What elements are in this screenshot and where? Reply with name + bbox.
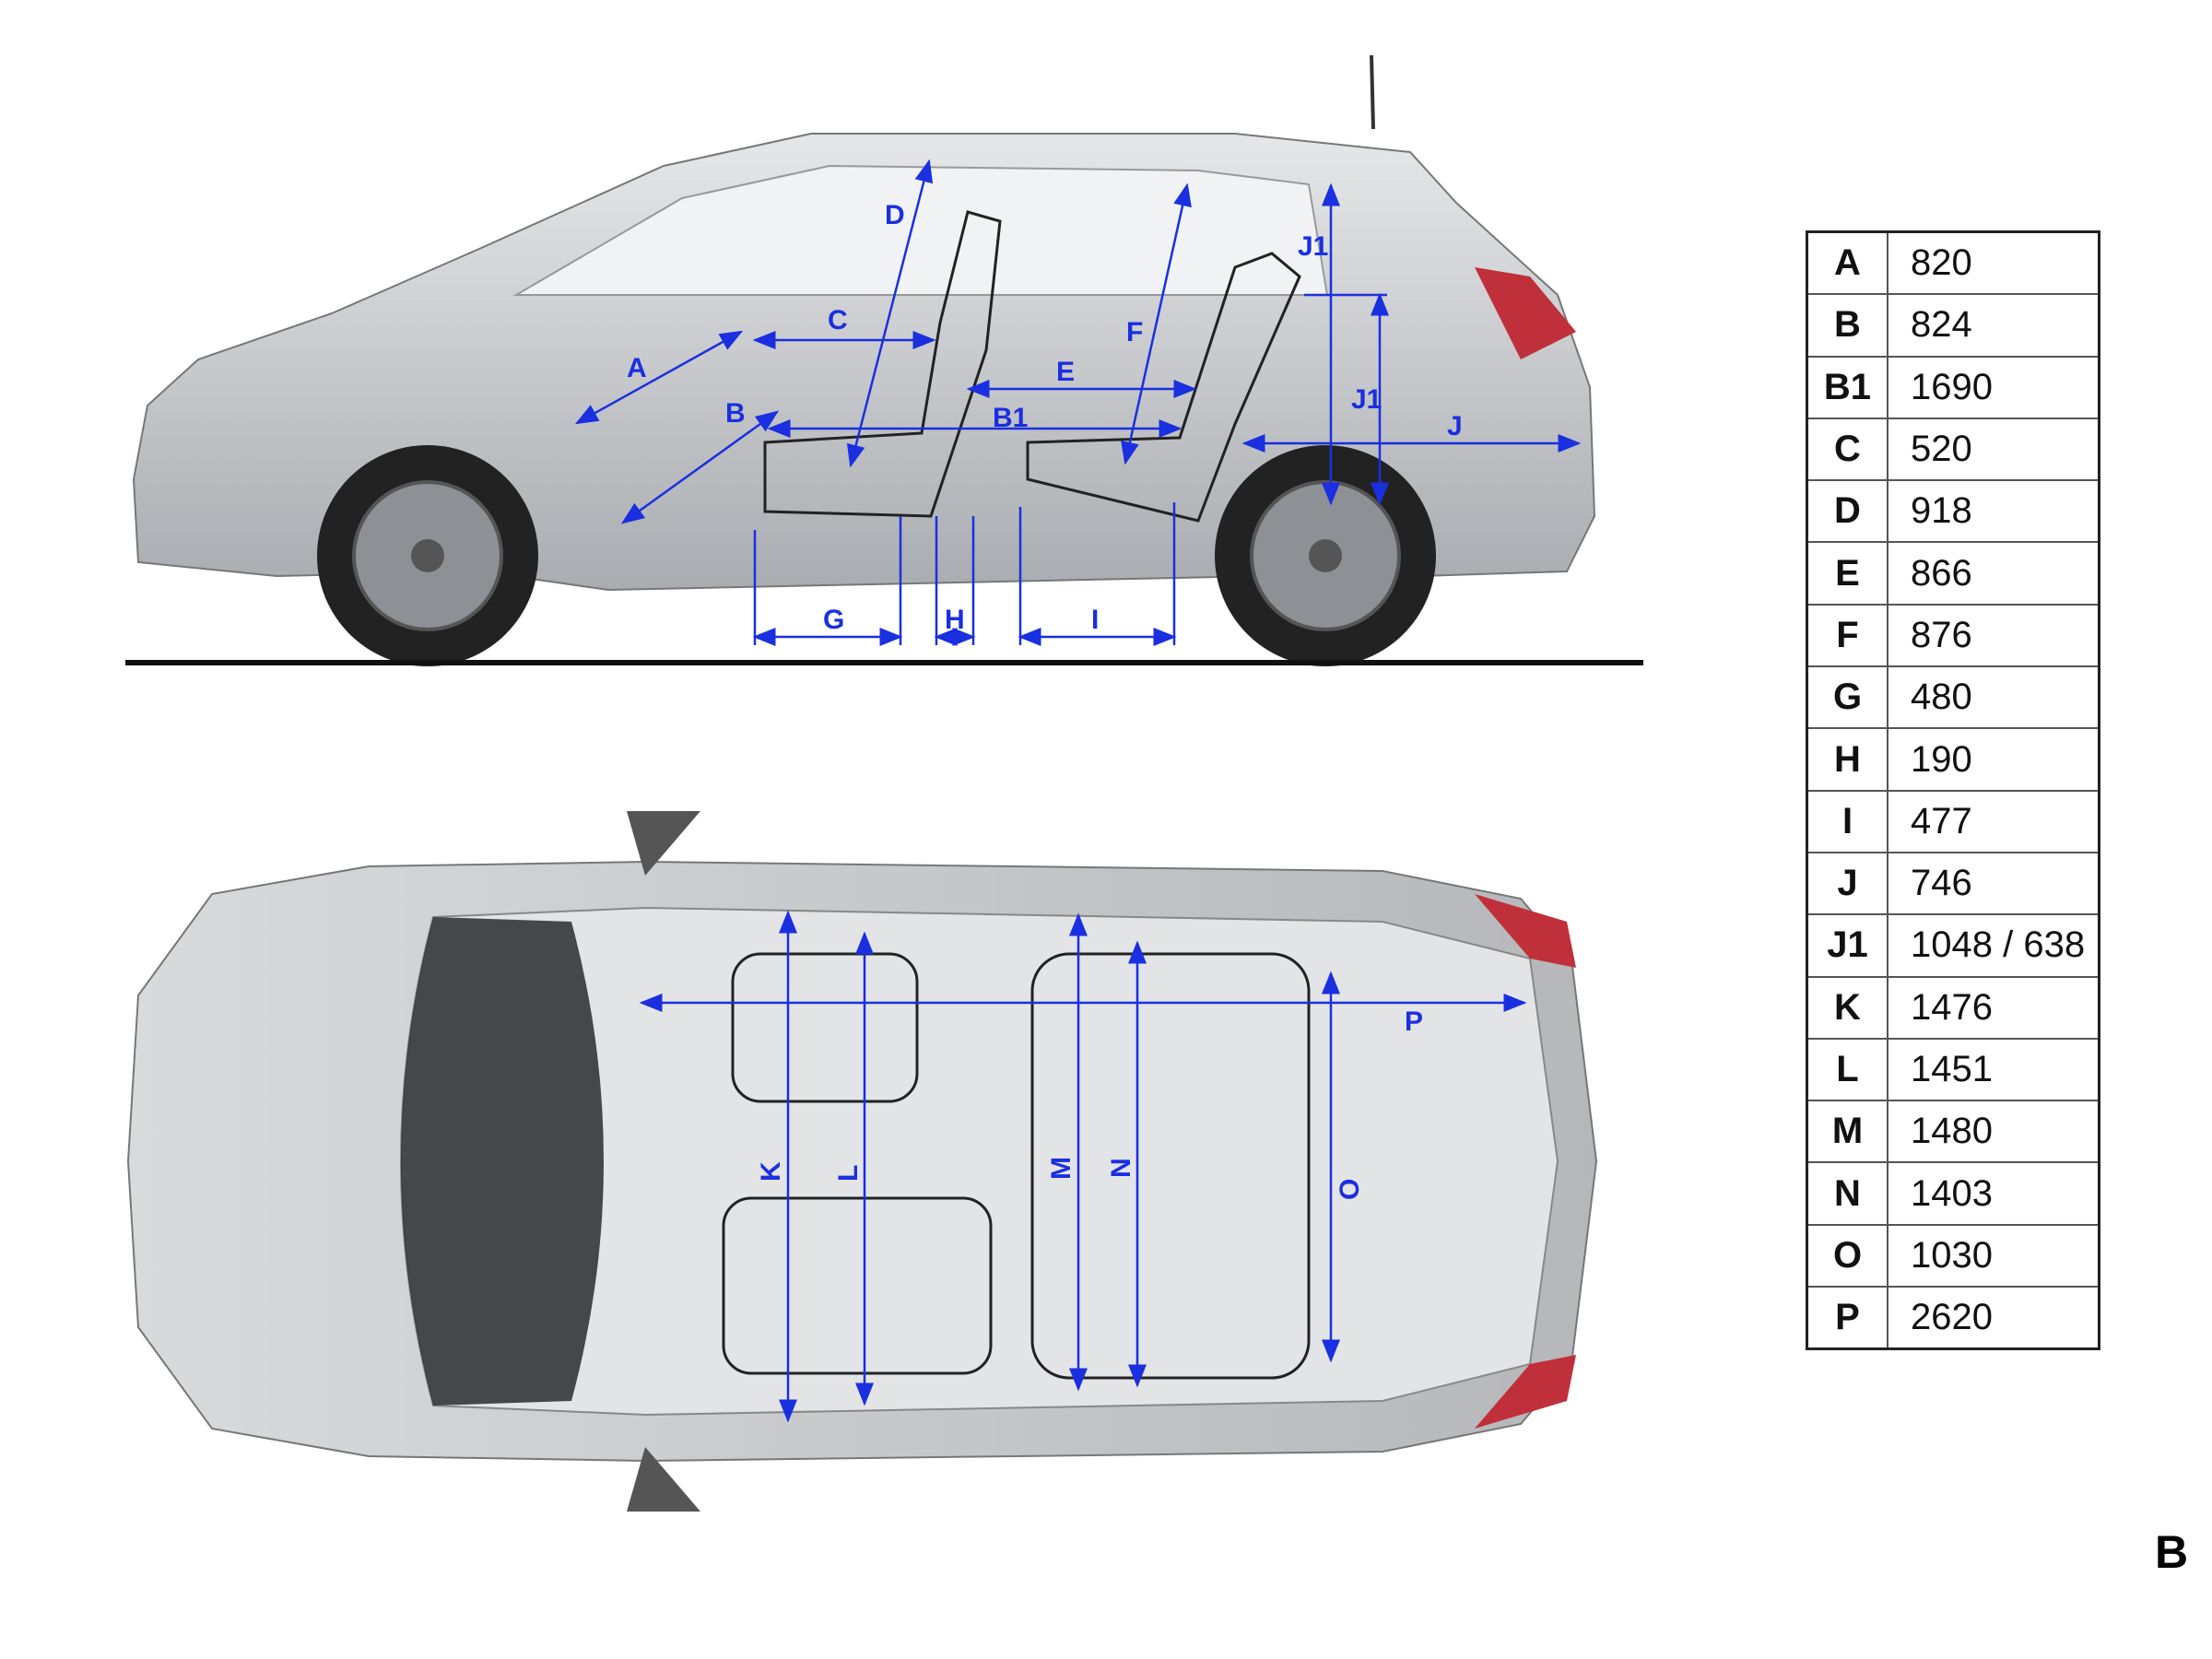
label-h: H — [945, 605, 965, 635]
dimension-key: C — [1806, 417, 1888, 482]
dimension-value: 824 — [1887, 293, 2100, 358]
dimension-value: 520 — [1887, 417, 2100, 482]
dimension-key: O — [1806, 1223, 1888, 1288]
dimension-value: 1690 — [1887, 355, 2100, 419]
dimension-key: J1 — [1806, 913, 1888, 978]
label-c: C — [828, 305, 848, 335]
dimension-key: K — [1806, 975, 1888, 1040]
side-dimension-labels: A B B1 C D E F J1 J1 J G H I — [627, 200, 1463, 635]
dimension-value: 1476 — [1887, 975, 2100, 1040]
antenna-icon — [1370, 54, 1375, 130]
label-p: P — [1405, 1006, 1423, 1037]
dimension-key: B1 — [1806, 355, 1888, 419]
dimension-key: P — [1806, 1286, 1888, 1350]
dimension-key: J — [1806, 851, 1888, 916]
dimension-key: M — [1806, 1100, 1888, 1164]
page-letter: B — [2155, 1526, 2189, 1578]
rear-wheel — [1215, 445, 1436, 666]
dimension-key: E — [1806, 541, 1888, 606]
label-b: B — [725, 398, 746, 429]
windshield — [401, 917, 604, 1406]
label-i: I — [1091, 605, 1099, 635]
label-f: F — [1126, 317, 1143, 347]
dimension-value: 876 — [1887, 603, 2100, 668]
dimension-value: 820 — [1887, 230, 2100, 296]
dimension-value: 918 — [1887, 479, 2100, 544]
dimension-value: 1048 / 638 — [1887, 913, 2100, 978]
dimension-value: 477 — [1887, 789, 2100, 853]
dimension-value: 1451 — [1887, 1037, 2100, 1102]
dimension-key: G — [1806, 665, 1888, 730]
dimension-key: B — [1806, 293, 1888, 358]
rear-bench — [1030, 952, 1311, 1380]
top-dimension-labels: K L M N O P — [756, 1006, 1423, 1200]
dimension-key: A — [1806, 230, 1888, 296]
dimension-value: 746 — [1887, 851, 2100, 916]
dimension-key: L — [1806, 1037, 1888, 1102]
dimension-key: I — [1806, 789, 1888, 853]
label-e: E — [1056, 357, 1075, 387]
front-seat-left — [731, 952, 919, 1103]
label-n: N — [1106, 1158, 1136, 1178]
label-l: L — [833, 1165, 864, 1182]
dimension-value: 866 — [1887, 541, 2100, 606]
dimension-value: 1480 — [1887, 1100, 2100, 1164]
label-j1-top: J1 — [1298, 231, 1328, 262]
dimension-value: 2620 — [1887, 1286, 2100, 1350]
label-j1-lower: J1 — [1351, 384, 1382, 415]
label-o: O — [1335, 1179, 1365, 1200]
dimension-value: 480 — [1887, 665, 2100, 730]
mirror-left — [627, 811, 700, 876]
label-g: G — [823, 605, 844, 635]
side-dimension-lines — [574, 159, 1582, 646]
dimension-key: D — [1806, 479, 1888, 544]
label-m: M — [1046, 1157, 1077, 1180]
top-view-car — [126, 811, 1598, 1512]
label-j: J — [1447, 411, 1463, 441]
top-dimension-lines — [639, 910, 1527, 1423]
label-a: A — [627, 353, 647, 383]
label-b1: B1 — [993, 403, 1028, 433]
dimension-value: 1030 — [1887, 1223, 2100, 1288]
label-k: K — [756, 1161, 786, 1182]
mirror-right — [627, 1447, 700, 1512]
dimension-value: 190 — [1887, 727, 2100, 792]
front-wheel — [317, 445, 538, 666]
dimension-key: N — [1806, 1161, 1888, 1226]
dimension-key: H — [1806, 727, 1888, 792]
tail-light — [1475, 267, 1576, 359]
dimension-value: 1403 — [1887, 1161, 2100, 1226]
dimension-key: F — [1806, 603, 1888, 668]
label-d: D — [885, 200, 905, 230]
rear-seat-outline — [1026, 252, 1301, 523]
side-view-car — [132, 54, 1596, 666]
